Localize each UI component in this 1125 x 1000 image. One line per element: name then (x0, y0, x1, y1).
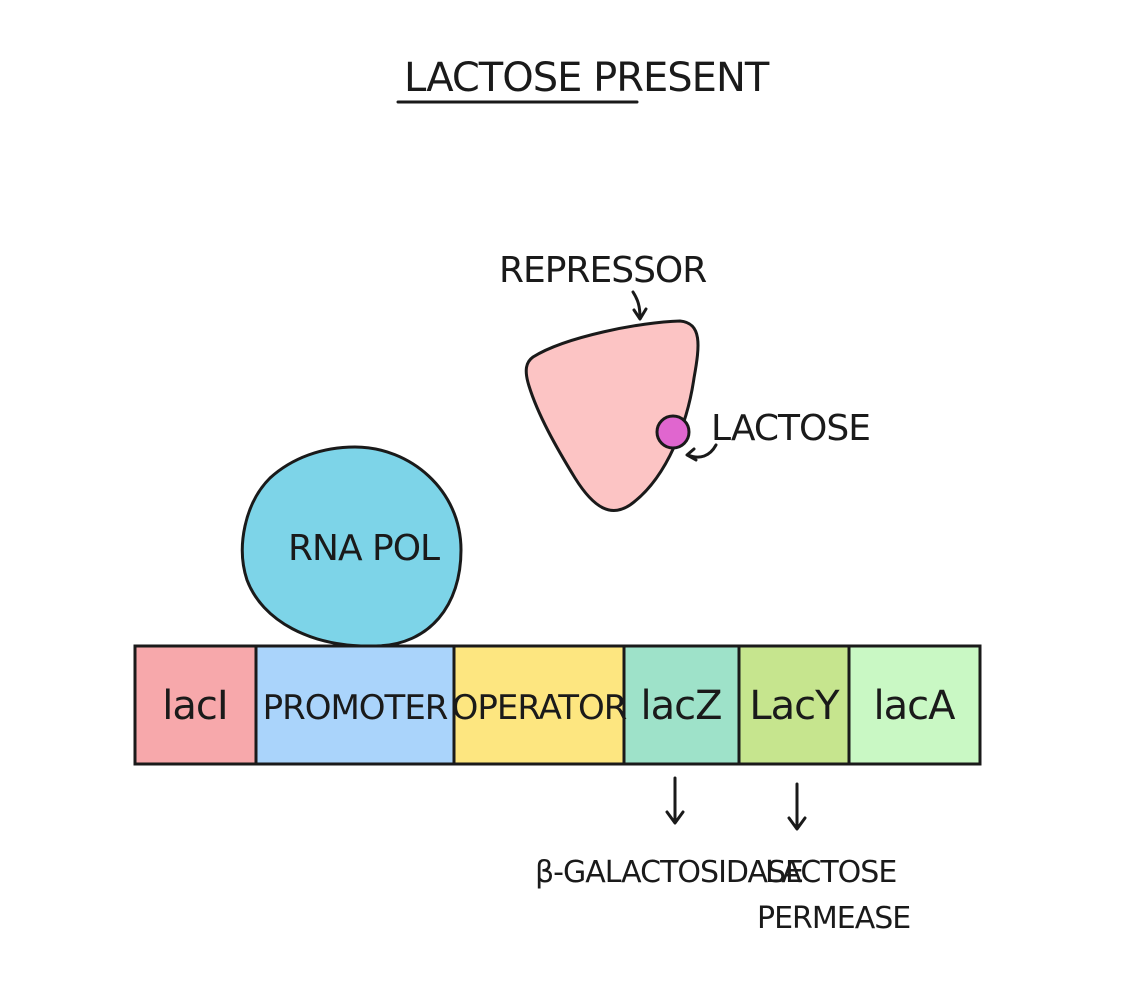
repressor-arrow (631, 290, 642, 320)
gene-laca-label: lacA (874, 683, 957, 729)
lacy-product-arrowhead (787, 816, 807, 831)
lactose-arrowhead (685, 447, 698, 462)
repressor-label: REPRESSOR (499, 250, 706, 291)
rna-polymerase (240, 445, 463, 648)
lacz-product-arrowhead (665, 810, 685, 825)
operon-dna-bar: lacI PROMOTER OPERATOR lacZ LacY lacA (133, 644, 982, 766)
gene-laci (133, 644, 258, 766)
gene-promoter (254, 644, 456, 766)
lactose-permease-label-line1: LACTOSE (765, 855, 896, 890)
diagram-title: LACTOSE PRESENT (404, 55, 770, 101)
gene-lacz-label: lacZ (640, 683, 721, 729)
gene-lacy-label: LacY (749, 683, 840, 729)
repressor-protein (524, 319, 700, 512)
beta-galactosidase-label: β-GALACTOSIDASE (535, 855, 803, 890)
gene-operator-label: OPERATOR (452, 688, 627, 728)
gene-laca (847, 644, 982, 766)
gene-lacz (622, 644, 741, 766)
lactose-molecule (655, 414, 691, 450)
rna-pol-label: RNA POL (288, 528, 440, 569)
lactose-permease-label-line2: PERMEASE (757, 901, 910, 936)
gene-laci-label: lacI (162, 683, 227, 729)
repressor-arrowhead (632, 307, 648, 321)
lactose-label: LACTOSE (711, 408, 870, 449)
gene-promoter-label: PROMOTER (263, 688, 448, 728)
